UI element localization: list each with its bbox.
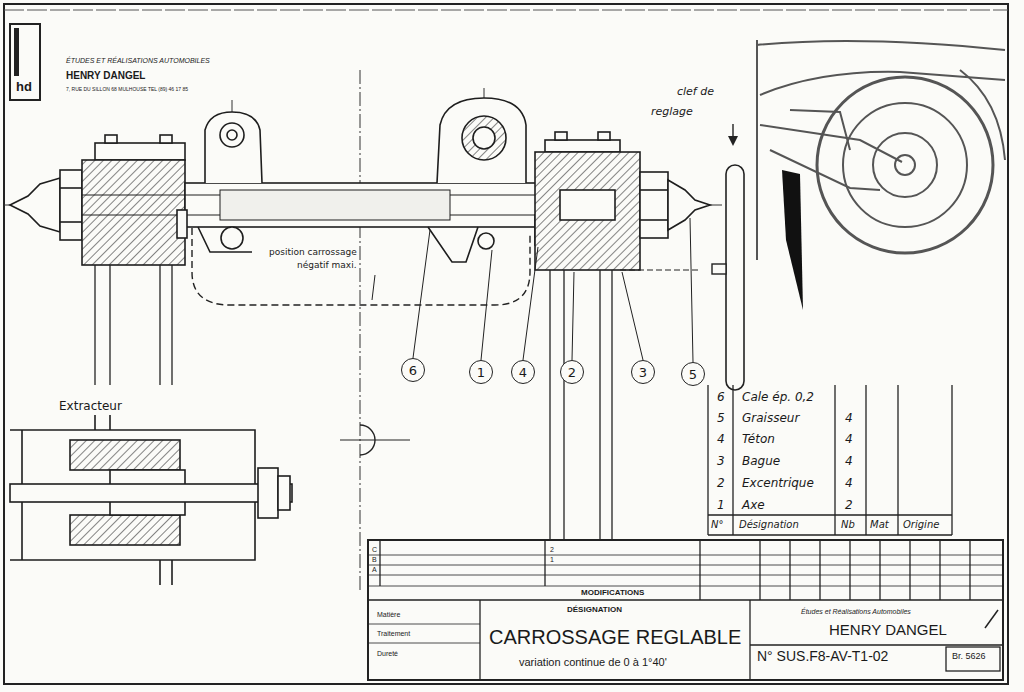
callout-number: 1	[469, 360, 493, 384]
annotation: Extracteur	[58, 400, 123, 413]
title-block-text: 2	[549, 546, 555, 554]
title-block-text: 1	[549, 556, 555, 564]
title-block-text: B	[371, 556, 378, 564]
table-cell: 2	[716, 477, 726, 490]
title-block-text: DÉSIGNATION	[566, 606, 623, 615]
table-cell: Désignation	[738, 519, 800, 530]
title-block-text: Études et Réalisations Automobiles	[800, 608, 912, 616]
callout-text: 6	[409, 364, 417, 377]
table-cell: 3	[716, 455, 726, 468]
table-cell: Téton	[741, 433, 776, 446]
annotation: négatif maxi.	[296, 261, 358, 271]
callout-number: 2	[560, 360, 584, 384]
annotation: reglage	[650, 106, 694, 118]
title-block-text: Br. 5626	[951, 652, 987, 662]
table-cell: 1	[716, 499, 726, 512]
table-cell: Bague	[741, 455, 781, 468]
company-header: 7, RUE DU SILLON 68 MULHOUSE TEL (89) 46…	[65, 87, 189, 93]
table-cell: 2	[844, 499, 854, 512]
table-cell: Mat	[869, 519, 890, 530]
table-cell: Graisseur	[741, 412, 800, 425]
title-block-text: Traitement	[376, 630, 411, 638]
title-block-text: Matière	[376, 611, 401, 619]
table-cell: Cale ép. 0,2	[741, 391, 815, 404]
company-header: HENRY DANGEL	[65, 70, 146, 81]
annotation: position carrossage	[268, 248, 358, 258]
title-block-text: MODIFICATIONS	[580, 589, 645, 598]
table-cell: Axe	[741, 499, 766, 512]
table-cell: N°	[710, 519, 724, 530]
company-header: hd	[15, 80, 33, 94]
title-block-text: HENRY DANGEL	[828, 622, 948, 639]
annotation: clef de	[676, 86, 715, 98]
table-cell: Origine	[902, 519, 940, 530]
table-cell: 4	[716, 433, 726, 446]
callout-text: 5	[689, 368, 697, 381]
company-header: ÉTUDES ET RÉALISATIONS AUTOMOBILES	[65, 57, 211, 65]
table-cell: 4	[844, 433, 854, 446]
title-block-text: C	[371, 546, 378, 554]
table-cell: 4	[844, 455, 854, 468]
table-cell: 5	[716, 412, 726, 425]
callout-text: 2	[568, 366, 576, 379]
title-block-text: CARROSSAGE REGLABLE	[488, 626, 742, 648]
title-block-text: A	[371, 566, 378, 574]
callout-text: 3	[639, 366, 647, 379]
callout-text: 4	[519, 366, 527, 379]
title-block-text: N° SUS.F8-AV-T1-02	[756, 649, 889, 664]
callout-number: 3	[631, 360, 655, 384]
table-cell: 6	[716, 391, 726, 404]
table-cell: Nb	[840, 519, 856, 530]
callout-number: 4	[511, 360, 535, 384]
table-cell: Excentrique	[741, 477, 815, 490]
callout-text: 1	[477, 366, 485, 379]
callout-number: 5	[681, 362, 705, 386]
title-block-text: variation continue de 0 à 1°40'	[518, 656, 668, 668]
title-block-text: Dureté	[376, 650, 399, 658]
table-cell: 4	[844, 477, 854, 490]
table-cell: 4	[844, 412, 854, 425]
callout-number: 6	[401, 358, 425, 382]
